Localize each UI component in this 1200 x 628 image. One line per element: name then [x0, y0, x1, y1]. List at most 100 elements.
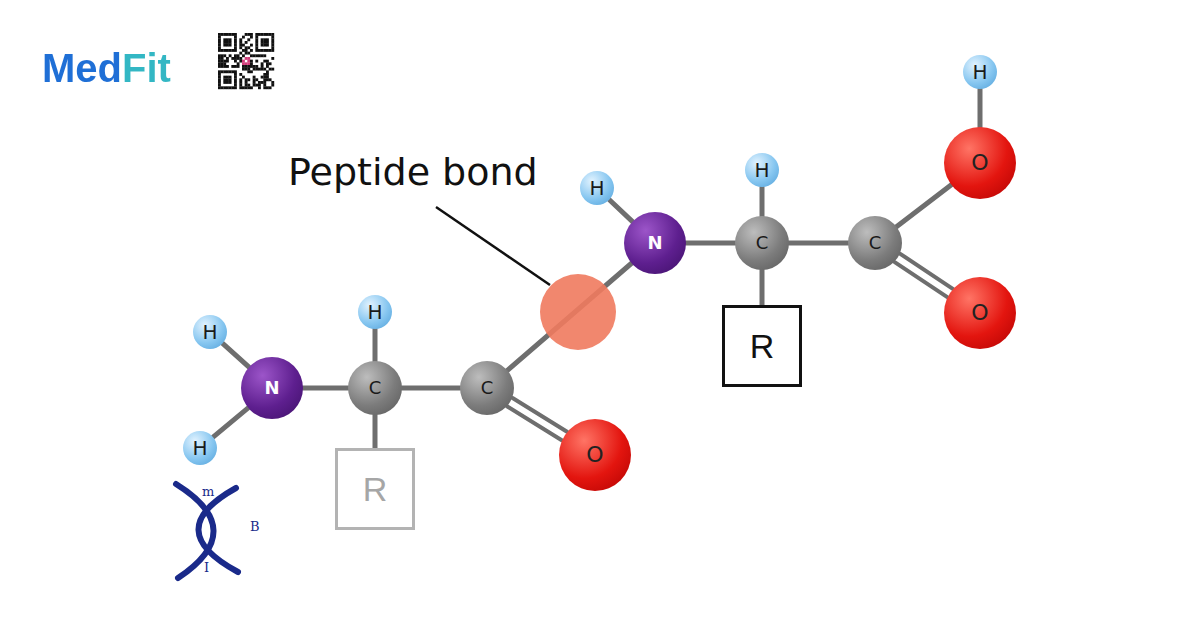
qr-module [218, 33, 221, 36]
qr-module [245, 41, 248, 44]
qr-module [226, 65, 229, 68]
atom-circle: H [193, 315, 227, 349]
qr-module [223, 33, 226, 36]
qr-module [245, 78, 248, 81]
chemical-bond [609, 200, 632, 222]
qr-module [237, 65, 240, 68]
qr-module [271, 38, 274, 41]
qr-module [234, 81, 237, 84]
qr-module [245, 46, 248, 49]
qr-module [247, 68, 250, 71]
qr-module [247, 38, 250, 41]
qr-module [223, 38, 226, 41]
qr-module [218, 54, 221, 57]
chemical-bond [303, 386, 348, 391]
qr-module [239, 57, 242, 60]
qr-module [250, 36, 253, 39]
qr-module [223, 70, 226, 73]
qr-module [263, 76, 266, 79]
qr-module [231, 49, 234, 52]
chemical-bond [213, 408, 248, 437]
atom-circle: N [241, 357, 303, 419]
atom-symbol: R [363, 472, 388, 506]
qr-module [271, 49, 274, 52]
qr-module [263, 81, 266, 84]
chemical-bond [895, 254, 953, 297]
qr-module [218, 76, 221, 79]
qr-module [237, 57, 240, 60]
qr-module [231, 70, 234, 73]
qr-module [221, 54, 224, 57]
qr-module [261, 33, 264, 36]
qr-module [242, 76, 245, 79]
qr-module [221, 57, 224, 60]
qr-module [239, 73, 242, 76]
qr-module [261, 41, 264, 44]
qr-module [253, 54, 256, 57]
qr-module [245, 52, 248, 55]
qr-module [234, 76, 237, 79]
qr-module [255, 60, 258, 63]
qr-module [218, 49, 221, 52]
atom-circle: C [735, 216, 789, 270]
qr-module [234, 65, 237, 68]
qr-module [237, 54, 240, 57]
atom-circle: O [944, 277, 1016, 349]
qr-module [255, 84, 258, 87]
atom-symbol: H [202, 322, 217, 342]
qr-module [226, 33, 229, 36]
qr-module [242, 86, 245, 89]
peptide-bond-highlight [540, 274, 616, 350]
qr-module [229, 54, 232, 57]
qr-module [255, 65, 258, 68]
qr-module [255, 54, 258, 57]
qr-module [229, 38, 232, 41]
atom-circle: H [580, 171, 614, 205]
qr-module [226, 38, 229, 41]
qr-module [229, 81, 232, 84]
qr-module [271, 84, 274, 87]
dna-strand [198, 488, 238, 572]
dna-strand [176, 484, 214, 578]
qr-module [261, 65, 264, 68]
qr-module [229, 76, 232, 79]
qr-module [250, 44, 253, 47]
qr-module [223, 76, 226, 79]
qr-module [255, 33, 258, 36]
qr-module [261, 38, 264, 41]
qr-module [271, 57, 274, 60]
qr-module [247, 57, 250, 60]
qr-module [242, 54, 245, 57]
qr-module [261, 68, 264, 71]
qr-module [253, 68, 256, 71]
qr-module [234, 44, 237, 47]
atom-symbol: C [756, 234, 769, 252]
chemical-bond [978, 89, 983, 127]
qr-module [234, 86, 237, 89]
qr-module [218, 46, 221, 49]
qr-module [266, 73, 269, 76]
qr-module [266, 44, 269, 47]
qr-module [229, 70, 232, 73]
qr-module [231, 33, 234, 36]
qr-module [245, 65, 248, 68]
qr-module [266, 70, 269, 73]
qr-module [250, 49, 253, 52]
atom-circle: H [358, 295, 392, 329]
qr-module [231, 57, 234, 60]
qr-module [218, 57, 221, 60]
qr-module [255, 38, 258, 41]
qr-module [266, 86, 269, 89]
qr-code [218, 33, 274, 89]
qr-module [258, 49, 261, 52]
qr-module [239, 52, 242, 55]
atom-circle: N [624, 212, 686, 274]
qr-module [263, 86, 266, 89]
atom-symbol: N [647, 234, 662, 252]
qr-module [263, 84, 266, 87]
atom-symbol: H [754, 160, 769, 180]
qr-module [255, 68, 258, 71]
qr-module [258, 86, 261, 89]
